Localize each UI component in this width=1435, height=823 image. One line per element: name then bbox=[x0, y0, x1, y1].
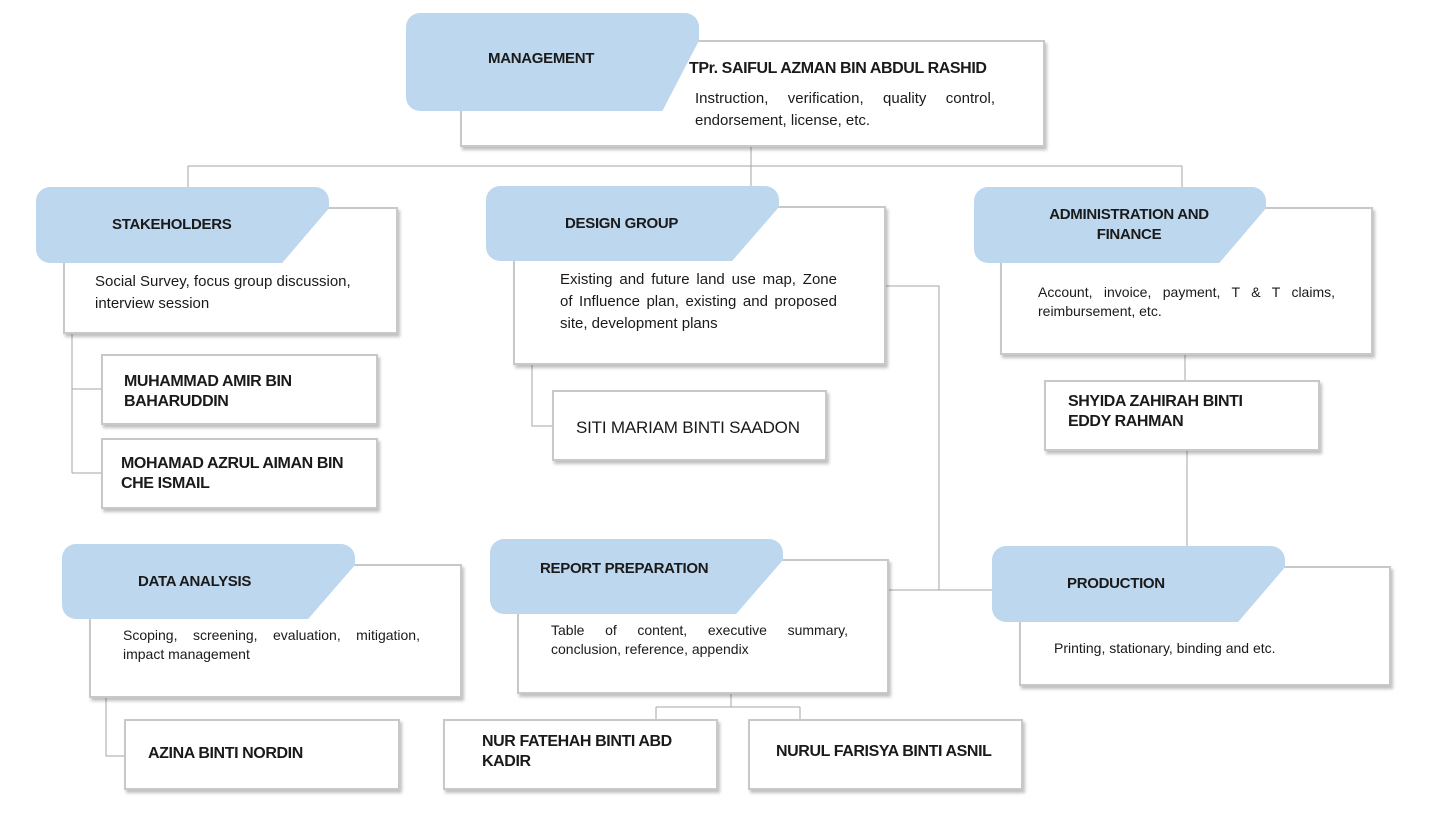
stakeholders-description: Social Survey, focus group discussion, i… bbox=[95, 273, 351, 312]
report-preparation-description: Table of content, executive summary, con… bbox=[551, 622, 848, 657]
report-member-card-1 bbox=[443, 719, 718, 790]
report-preparation-tab: REPORT PREPARATION bbox=[490, 539, 783, 614]
design-member-1: SITI MARIAM BINTI SAADON bbox=[576, 418, 800, 437]
admin-member-card-1 bbox=[1044, 380, 1320, 451]
report-preparation-title: REPORT PREPARATION bbox=[540, 559, 709, 577]
data-analysis-tab: DATA ANALYSIS bbox=[62, 544, 355, 619]
connector-stakeholders-members bbox=[71, 332, 102, 474]
analysis-member-card-1 bbox=[124, 719, 400, 790]
stakeholder-member-1: MUHAMMAD AMIR BIN BAHARUDDIN bbox=[124, 373, 292, 410]
connector-design-member bbox=[531, 364, 553, 427]
design-group-description: Existing and future land use map, Zone o… bbox=[560, 271, 837, 332]
admin-member-1: SHYIDA ZAHIRAH BINTI EDDY RAHMAN bbox=[1068, 393, 1243, 430]
stakeholder-member-card-1 bbox=[101, 354, 378, 425]
production-title: PRODUCTION bbox=[1067, 575, 1165, 592]
report-member-card-2 bbox=[748, 719, 1023, 790]
admin-finance-tab: ADMINISTRATION AND FINANCE bbox=[974, 187, 1266, 263]
report-member-1: NUR FATEHAH BINTI ABD KADIR bbox=[482, 733, 672, 770]
report-member-2: NURUL FARISYA BINTI ASNIL bbox=[776, 743, 992, 760]
stakeholders-tab: STAKEHOLDERS bbox=[36, 187, 329, 263]
stakeholder-member-card-2 bbox=[101, 438, 378, 509]
design-member-card-1 bbox=[552, 390, 827, 461]
design-group-title: DESIGN GROUP bbox=[565, 214, 679, 232]
stakeholders-title: STAKEHOLDERS bbox=[112, 216, 232, 233]
management-title: MANAGEMENT bbox=[488, 50, 595, 67]
data-analysis-description: Scoping, screening, evaluation, mitigati… bbox=[123, 627, 420, 662]
analysis-member-1: AZINA BINTI NORDIN bbox=[148, 745, 303, 762]
production-tab: PRODUCTION bbox=[992, 546, 1285, 622]
connector-report-members bbox=[655, 693, 801, 720]
production-description: Printing, stationary, binding and etc. bbox=[1054, 640, 1276, 656]
admin-finance-title: ADMINISTRATION AND FINANCE bbox=[1049, 206, 1209, 243]
connector-analysis-member bbox=[105, 697, 125, 757]
connector-design-production bbox=[885, 285, 940, 590]
management-head-name: TPr. SAIFUL AZMAN BIN ABDUL RASHID bbox=[689, 60, 987, 77]
stakeholder-member-2: MOHAMAD AZRUL AIMAN BIN CHE ISMAIL bbox=[121, 455, 344, 492]
design-group-tab: DESIGN GROUP bbox=[486, 186, 779, 261]
management-description: Instruction, verification, quality contr… bbox=[695, 90, 995, 129]
data-analysis-title: DATA ANALYSIS bbox=[138, 572, 252, 590]
management-tab: MANAGEMENT bbox=[406, 13, 699, 111]
admin-finance-description: Account, invoice, payment, T & T claims,… bbox=[1038, 284, 1335, 319]
